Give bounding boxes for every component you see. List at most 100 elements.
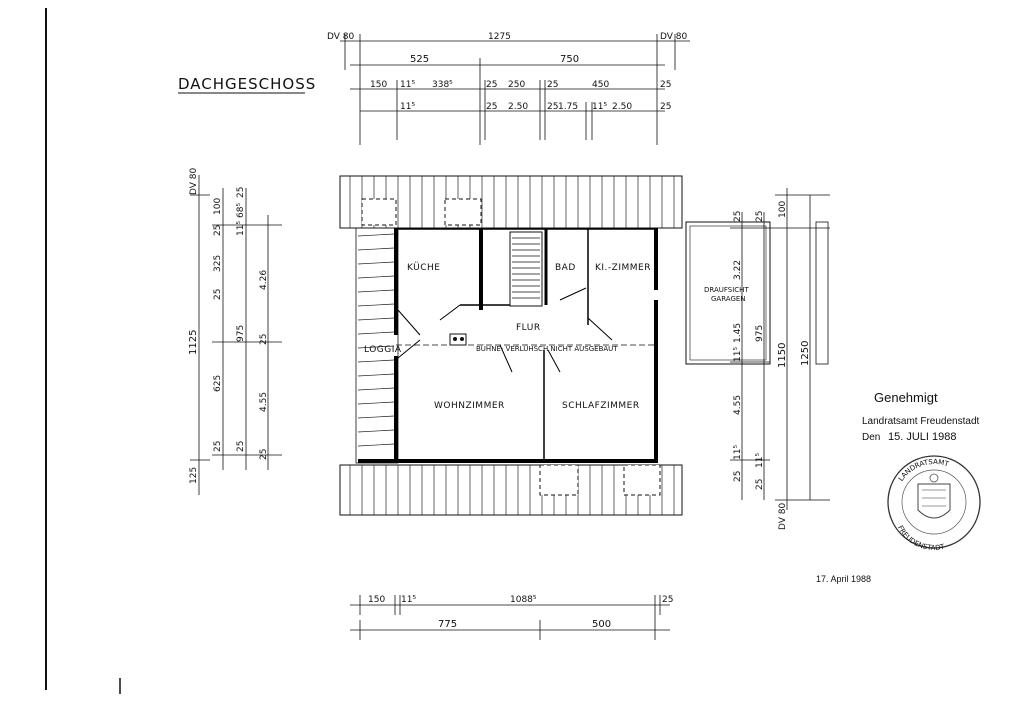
- left-dim-975: 975: [236, 325, 246, 342]
- top-dim-r4-11-5-b: 11⁵: [592, 102, 607, 112]
- room-label-flur: FLUR: [516, 323, 541, 333]
- coat-of-arms-icon: [917, 473, 951, 519]
- right-dim-1250: 1250: [800, 341, 811, 366]
- top-dim-25-b: 25: [547, 80, 558, 90]
- garage-top-view: DRAUFSICHT GARAGEN: [685, 221, 829, 365]
- svg-text:FREUDENSTADT: FREUDENSTADT: [896, 524, 946, 552]
- left-dim-c4-25-b: 25: [259, 449, 269, 460]
- right-dim-4-55: 4.55: [733, 395, 743, 415]
- top-dimensions: DV 80 1275 DV 80 525 750 150 11⁵ 338⁵ 25…: [327, 32, 690, 145]
- top-dim-525: 525: [410, 54, 429, 65]
- approval-date: 15. JULI 1988: [888, 431, 957, 443]
- left-dim-c3-25: 25: [236, 187, 246, 198]
- right-dim-25-b: 25: [733, 471, 743, 482]
- top-dim-r4-2-50-a: 2.50: [508, 102, 528, 112]
- room-label-schlafzimmer: SCHLAFZIMMER: [562, 401, 640, 411]
- right-dim-c2-25: 25: [755, 211, 765, 222]
- top-dim-750: 750: [560, 54, 579, 65]
- bottom-dim-11-5: 11⁵: [401, 595, 416, 605]
- svg-text:LANDRATSAMT: LANDRATSAMT: [897, 458, 950, 483]
- left-dim-c3-25-b: 25: [236, 441, 246, 452]
- approval-stamp: Genehmigt Landratsamt Freudenstadt Den 1…: [862, 390, 980, 443]
- roof-side-line: [357, 317, 395, 321]
- roof-bottom: [339, 464, 683, 516]
- roof-side-line: [357, 387, 395, 391]
- right-dim-dv: DV 80: [778, 502, 788, 530]
- roof-side-line: [357, 289, 395, 293]
- bottom-dim-1088-5: 1088⁵: [510, 595, 537, 605]
- roof-side-line: [357, 247, 395, 251]
- roof-side-line: [357, 233, 395, 237]
- right-dim-975: 975: [755, 325, 765, 342]
- roof-side-line: [357, 443, 395, 447]
- faint-date-stamp: 17. April 1988: [816, 574, 871, 584]
- left-dim-125: 125: [189, 467, 199, 484]
- room-label-kinderzimmer: KI.-ZIMMER: [595, 263, 651, 273]
- room-label-kueche: KÜCHE: [407, 262, 441, 273]
- left-dim-25-c: 25: [213, 441, 223, 452]
- top-dim-r4-2-50-b: 2.50: [612, 102, 632, 112]
- top-dim-25-c: 25: [660, 80, 671, 90]
- top-dim-11-5: 11⁵: [400, 80, 415, 90]
- left-dim-dv: DV 80: [189, 167, 199, 195]
- roof-side-line: [357, 331, 395, 335]
- roof-top: [339, 175, 683, 229]
- top-dim-250: 250: [508, 80, 525, 90]
- room-labels: KÜCHE BAD KI.-ZIMMER FLUR LOGGIA BÜHNE- …: [364, 262, 651, 411]
- right-dim-1150: 1150: [777, 343, 788, 368]
- approval-date-prefix: Den: [862, 432, 880, 443]
- roof-side-line: [357, 303, 395, 307]
- top-dim-r4-25-a: 25: [486, 102, 497, 112]
- roof-side-line: [357, 261, 395, 265]
- left-dimensions: DV 80 1125 125 100 25 325 25 625 25 25 6…: [188, 167, 282, 495]
- left-dim-4-26: 4.26: [259, 270, 269, 290]
- approval-authority: Landratsamt Freudenstadt: [862, 416, 980, 427]
- left-dim-68-5: 68⁵: [236, 203, 246, 218]
- left-dim-625: 625: [213, 375, 223, 392]
- left-dim-c4-25: 25: [259, 334, 269, 345]
- bottom-dimensions: 150 11⁵ 1088⁵ 25 775 500: [350, 595, 673, 640]
- left-dim-11-5: 11⁵: [236, 221, 246, 236]
- top-dim-338-5: 338⁵: [432, 80, 453, 90]
- approval-heading: Genehmigt: [874, 390, 938, 405]
- room-label-wohnzimmer: WOHNZIMMER: [434, 401, 505, 411]
- top-dim-dv-right: DV 80: [660, 32, 688, 42]
- seal-text-bottom: FREUDENSTADT: [896, 524, 946, 552]
- seal-text-top: LANDRATSAMT: [897, 458, 950, 483]
- left-dim-4-55: 4.55: [259, 392, 269, 412]
- roof-side-line: [357, 373, 395, 377]
- bottom-dim-500: 500: [592, 619, 611, 630]
- roof-side-line: [357, 359, 395, 363]
- right-dim-3-22: 3.22: [733, 260, 743, 280]
- right-dimensions: 25 3.22 1.45 11⁵ 4.55 11⁵ 25 25 975 11⁵ …: [730, 188, 830, 530]
- right-dim-c2-25-b: 25: [755, 479, 765, 490]
- roof-side-line: [357, 415, 395, 419]
- bottom-dim-150: 150: [368, 595, 385, 605]
- top-dim-dv-left: DV 80: [327, 32, 355, 42]
- official-seal: LANDRATSAMT FREUDENSTADT: [887, 455, 981, 552]
- left-dim-25-a: 25: [213, 225, 223, 236]
- room-label-bad: BAD: [555, 263, 576, 273]
- building-walls: [358, 228, 658, 463]
- left-dim-1125: 1125: [188, 330, 199, 355]
- top-dim-450: 450: [592, 80, 609, 90]
- roof-side-line: [357, 345, 395, 349]
- roof-side-line: [357, 429, 395, 433]
- right-dim-25-a: 25: [733, 211, 743, 222]
- top-dim-r4-25-c: 25: [660, 102, 671, 112]
- plan-title: DACHGESCHOSS: [178, 75, 316, 93]
- garage-label-line2: GARAGEN: [711, 295, 746, 303]
- bottom-dim-25: 25: [662, 595, 673, 605]
- right-dim-11-5-b: 11⁵: [733, 445, 743, 460]
- top-dim-r4-25-b: 25: [547, 102, 558, 112]
- left-dim-100: 100: [213, 198, 223, 215]
- top-dim-r4-11-5-a: 11⁵: [400, 102, 415, 112]
- top-dim-total: 1275: [488, 32, 511, 42]
- top-dim-25-a: 25: [486, 80, 497, 90]
- left-dim-325: 325: [213, 255, 223, 272]
- roof-side-line: [357, 401, 395, 405]
- top-dim-150: 150: [370, 80, 387, 90]
- roof-side-line: [357, 275, 395, 279]
